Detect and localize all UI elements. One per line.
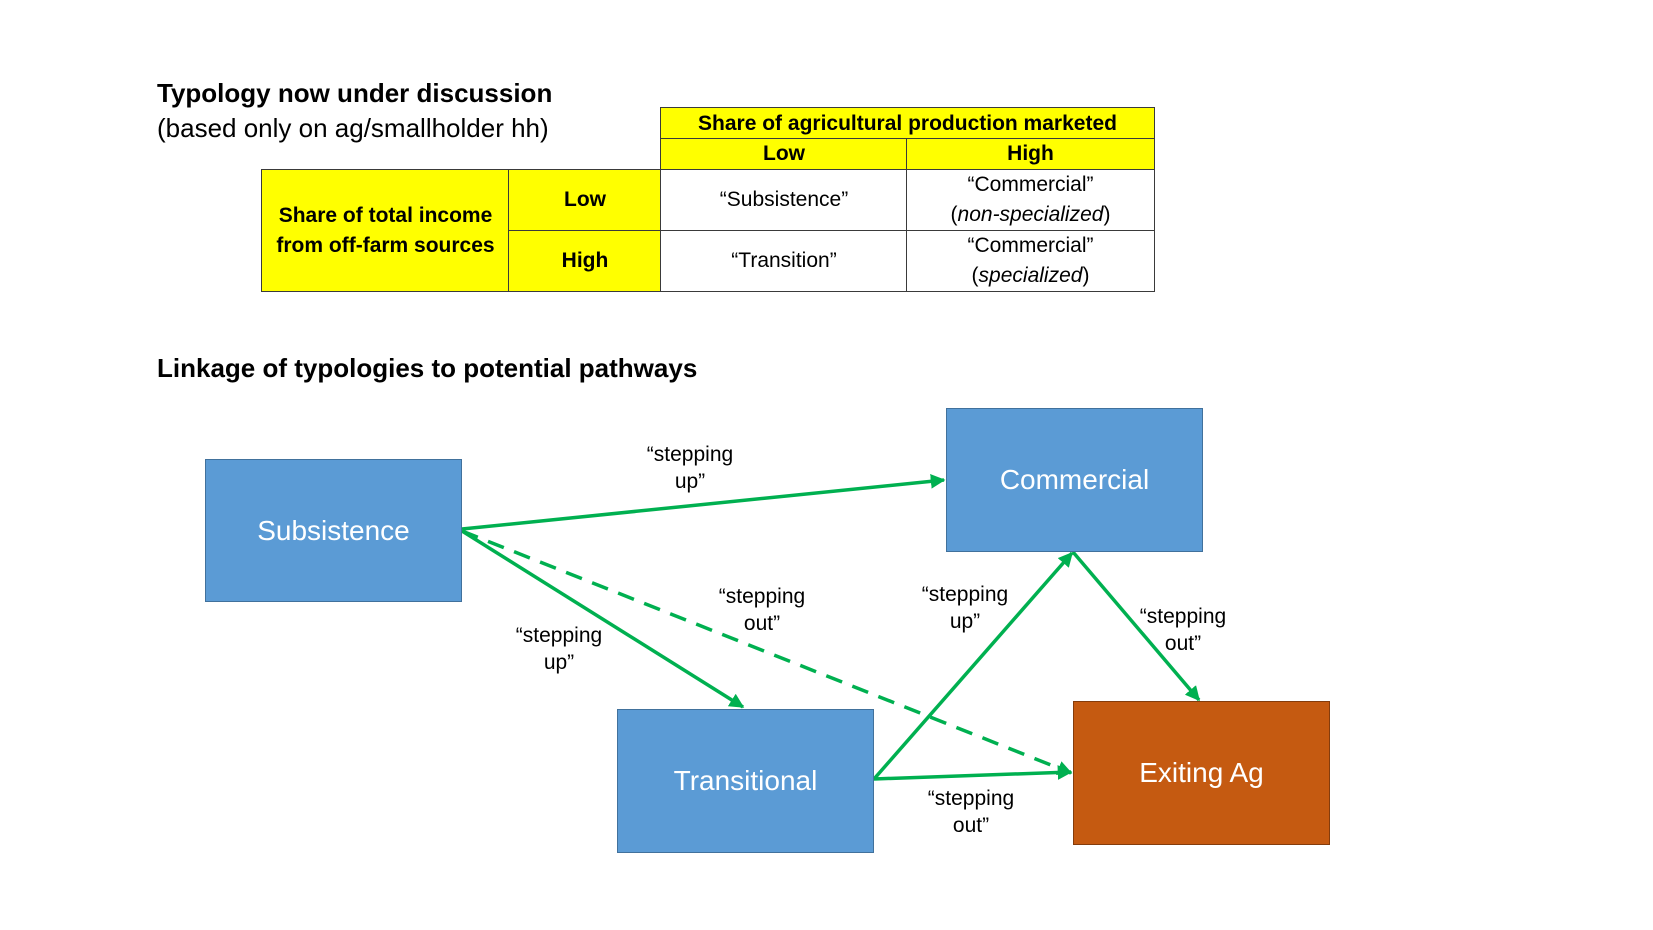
arrow-commercial-to-exiting [1071, 550, 1201, 702]
node-commercial-label: Commercial [999, 464, 1150, 495]
non-specialized-note: non-specialized [957, 203, 1104, 226]
typology-title: Typology now under discussion [157, 78, 553, 108]
edge-label-line: “stepping [927, 787, 1015, 810]
edge-label-transitional-commercial: “stepping up” [905, 581, 1025, 635]
node-commercial: Commercial [946, 408, 1203, 552]
arrow-transitional-to-commercial [872, 551, 1074, 781]
pathways-title: Linkage of typologies to potential pathw… [157, 353, 698, 383]
specialized-note: specialized [978, 264, 1083, 287]
edge-label-line: “stepping [646, 443, 734, 466]
cell-transition-text: “Transition” [731, 249, 837, 272]
cell-commercial-text: “Commercial” [967, 173, 1094, 196]
node-exiting-ag: Exiting Ag [1073, 701, 1330, 845]
cell-subsistence-text: “Subsistence” [719, 188, 849, 211]
node-subsistence-label: Subsistence [257, 514, 410, 546]
edge-label-line: “stepping [515, 624, 603, 647]
cell-commercial-specialized: “Commercial” (specialized) [906, 230, 1155, 292]
edge-label-line: up” [543, 651, 575, 674]
cell-commercial-specialized-text: “Commercial” [967, 234, 1094, 257]
edge-label-subsistence-exiting: “stepping out” [702, 583, 822, 637]
edge-label-transitional-exiting: “stepping out” [911, 785, 1031, 839]
node-transitional-label: Transitional [673, 765, 818, 796]
node-exiting-ag-label: Exiting Ag [1139, 757, 1264, 788]
edge-label-line: up” [674, 470, 706, 493]
arrow-subsistence-to-commercial [461, 474, 946, 531]
edge-label-line: out” [743, 612, 781, 635]
edge-label-line: out” [952, 814, 990, 837]
edge-label-line: “stepping [718, 585, 806, 608]
edge-label-subsistence-transitional: “stepping up” [499, 622, 619, 676]
col-header-low: Low [660, 138, 908, 170]
arrow-subsistence-to-transitional [461, 529, 745, 709]
node-subsistence: Subsistence [205, 459, 462, 602]
row-header-low: Low [508, 169, 662, 231]
cell-subsistence: “Subsistence” [660, 169, 908, 231]
cell-commercial-specialized-note: (specialized) [971, 264, 1090, 287]
edge-label-line: out” [1164, 632, 1202, 655]
cell-commercial-note: (non-specialized) [950, 203, 1111, 226]
cell-transition: “Transition” [660, 230, 908, 292]
typology-subtitle: (based only on ag/smallholder hh) [157, 113, 549, 143]
edge-label-line: “stepping [921, 583, 1009, 606]
edge-label-commercial-exiting: “stepping out” [1123, 603, 1243, 657]
row-header-high: High [508, 230, 662, 292]
row-header-off-farm-income: Share of total income from off-farm sour… [261, 169, 510, 292]
arrow-subsistence-to-exiting-dashed [461, 529, 1073, 775]
edge-label-line: “stepping [1139, 605, 1227, 628]
arrow-transitional-to-exiting [873, 765, 1073, 781]
edge-label-line: up” [949, 610, 981, 633]
cell-commercial-non-specialized: “Commercial” (non-specialized) [906, 169, 1155, 231]
edge-label-subsistence-commercial: “stepping up” [630, 441, 750, 495]
node-transitional: Transitional [617, 709, 874, 853]
